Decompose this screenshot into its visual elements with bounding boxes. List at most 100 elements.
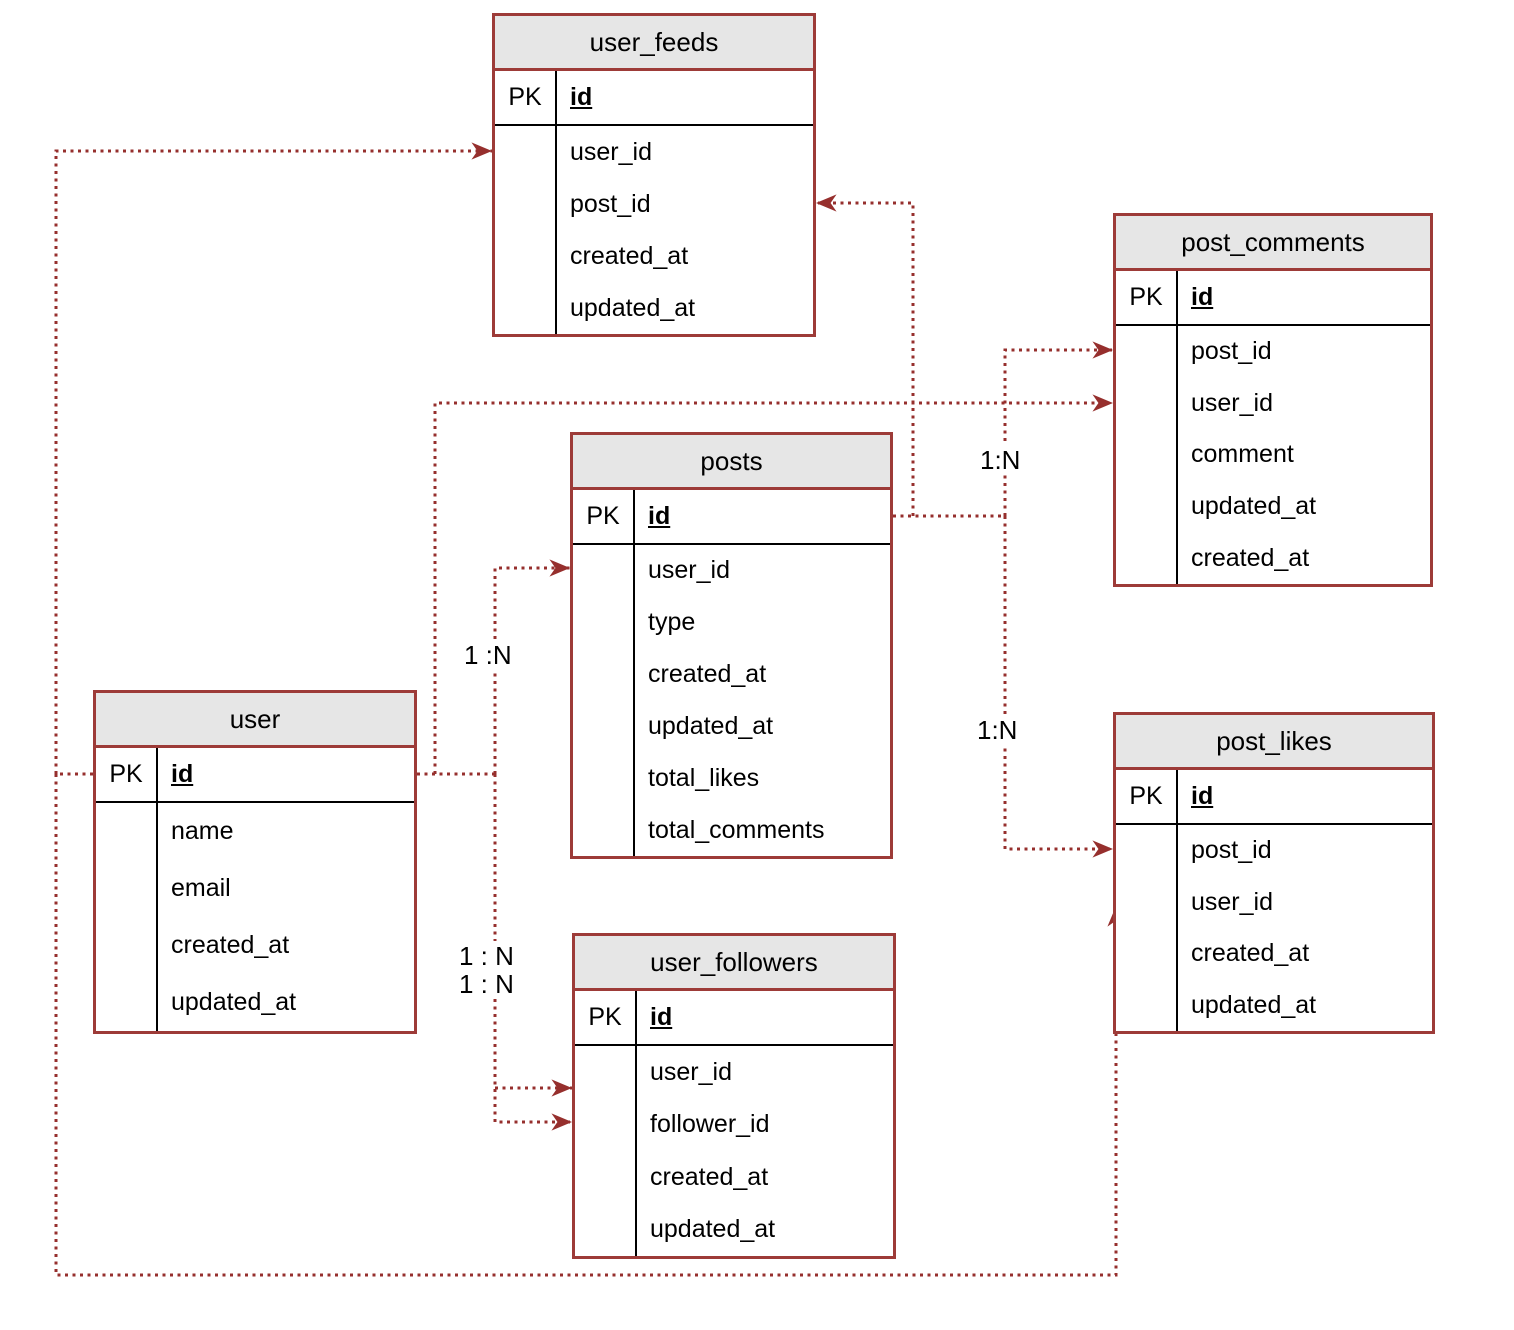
pk-badge: PK — [96, 748, 158, 801]
table-title: post_likes — [1116, 715, 1432, 770]
cardinality-label: 1 : N — [456, 941, 517, 971]
pk-field-name: id — [650, 1003, 673, 1031]
pk-column-spacer — [1116, 377, 1178, 430]
pk-column-spacer — [573, 804, 635, 856]
field-name: created_at — [570, 241, 689, 270]
field-name: follower_id — [650, 1110, 770, 1139]
pk-row: PK id — [96, 748, 414, 803]
field-list: post_id user_id created_at updated_at — [1116, 825, 1432, 1031]
field-row: updated_at — [573, 700, 890, 753]
pk-column-spacer — [495, 230, 557, 282]
field-name: updated_at — [1191, 492, 1317, 521]
field-name: post_id — [570, 189, 651, 218]
field-name: user_id — [650, 1057, 732, 1086]
pk-field-name: id — [648, 502, 671, 530]
pk-column-spacer — [96, 917, 158, 974]
rel-posts-to-post-comments-post-id — [1003, 341, 1113, 516]
field-row: total_comments — [573, 804, 890, 856]
field-name: name — [171, 817, 234, 845]
field-name: email — [171, 874, 231, 902]
rel-posts-to-post-likes-post-id — [1003, 516, 1113, 858]
field-row: name — [96, 803, 414, 860]
pk-column-spacer — [1116, 928, 1178, 980]
field-row: created_at — [573, 648, 890, 701]
field-row: user_id — [495, 126, 813, 178]
pk-column-spacer — [575, 1151, 637, 1204]
pk-column-spacer — [1116, 326, 1178, 378]
field-row: post_id — [1116, 825, 1432, 877]
pk-field-name: id — [171, 760, 194, 788]
field-row: updated_at — [495, 282, 813, 334]
field-name: user_id — [1191, 887, 1273, 916]
field-row: post_id — [1116, 326, 1430, 378]
pk-column-spacer — [1116, 979, 1178, 1031]
field-row: user_id — [1116, 377, 1430, 430]
field-name: created_at — [1191, 543, 1310, 572]
rel-user-to-posts-user-id — [493, 559, 570, 774]
rel-user-to-user-feeds-user-id — [54, 142, 492, 774]
table-title: post_comments — [1116, 216, 1430, 271]
pk-column-spacer — [495, 178, 557, 230]
field-row: total_likes — [573, 752, 890, 805]
pk-column-spacer — [575, 1203, 637, 1256]
entity-user: user PK id name email created_at updated_at — [93, 690, 417, 1034]
pk-column-spacer — [495, 282, 557, 334]
table-title: user — [96, 693, 414, 748]
field-name: post_id — [1191, 836, 1272, 865]
field-name: total_comments — [648, 815, 825, 844]
table-title: posts — [573, 435, 890, 490]
pk-column-spacer — [575, 1098, 637, 1151]
table-body: PK id post_id user_id created_at updated_at — [1116, 770, 1432, 1031]
field-row: follower_id — [575, 1098, 893, 1151]
pk-column-spacer — [96, 974, 158, 1031]
pk-badge: PK — [495, 71, 557, 124]
pk-column-spacer — [1116, 532, 1178, 584]
field-row: created_at — [495, 230, 813, 282]
pk-row: PK id — [495, 71, 813, 126]
field-name: created_at — [171, 931, 290, 959]
field-name: updated_at — [1191, 990, 1317, 1019]
pk-column-spacer — [1116, 480, 1178, 533]
pk-row: PK id — [573, 490, 890, 545]
field-name: updated_at — [648, 711, 774, 740]
pk-badge: PK — [1116, 770, 1178, 823]
pk-column-spacer — [573, 596, 635, 649]
entity-user-feeds: user_feeds PK id user_id post_id created_a… — [492, 13, 816, 337]
pk-field-name: id — [1191, 283, 1214, 311]
pk-column-spacer — [573, 648, 635, 701]
field-name: type — [648, 608, 696, 637]
field-row: created_at — [96, 917, 414, 974]
field-name: updated_at — [570, 293, 696, 322]
field-name: user_id — [570, 137, 652, 166]
cardinality-label: 1 : N — [456, 969, 517, 999]
table-title: user_feeds — [495, 16, 813, 71]
field-row: updated_at — [575, 1203, 893, 1256]
field-name: user_id — [1191, 388, 1273, 417]
field-row: created_at — [575, 1151, 893, 1204]
field-row: updated_at — [96, 974, 414, 1031]
entity-post-likes: post_likes PK id post_id user_id created_a… — [1113, 712, 1435, 1034]
table-title: user_followers — [575, 936, 893, 991]
pk-row: PK id — [575, 991, 893, 1046]
field-row: post_id — [495, 178, 813, 230]
cardinality-label: 1:N — [977, 445, 1024, 475]
pk-field-name: id — [1191, 782, 1214, 810]
table-body: PK id name email created_at updated_at — [96, 748, 414, 1031]
pk-column-spacer — [573, 700, 635, 753]
pk-column-spacer — [1116, 876, 1178, 928]
field-row: created_at — [1116, 928, 1432, 980]
pk-column-spacer — [573, 752, 635, 805]
field-list: user_id post_id created_at updated_at — [495, 126, 813, 334]
pk-column-spacer — [495, 126, 557, 178]
field-name: total_likes — [648, 763, 760, 792]
pk-column-spacer — [575, 1046, 637, 1099]
field-row: user_id — [575, 1046, 893, 1099]
